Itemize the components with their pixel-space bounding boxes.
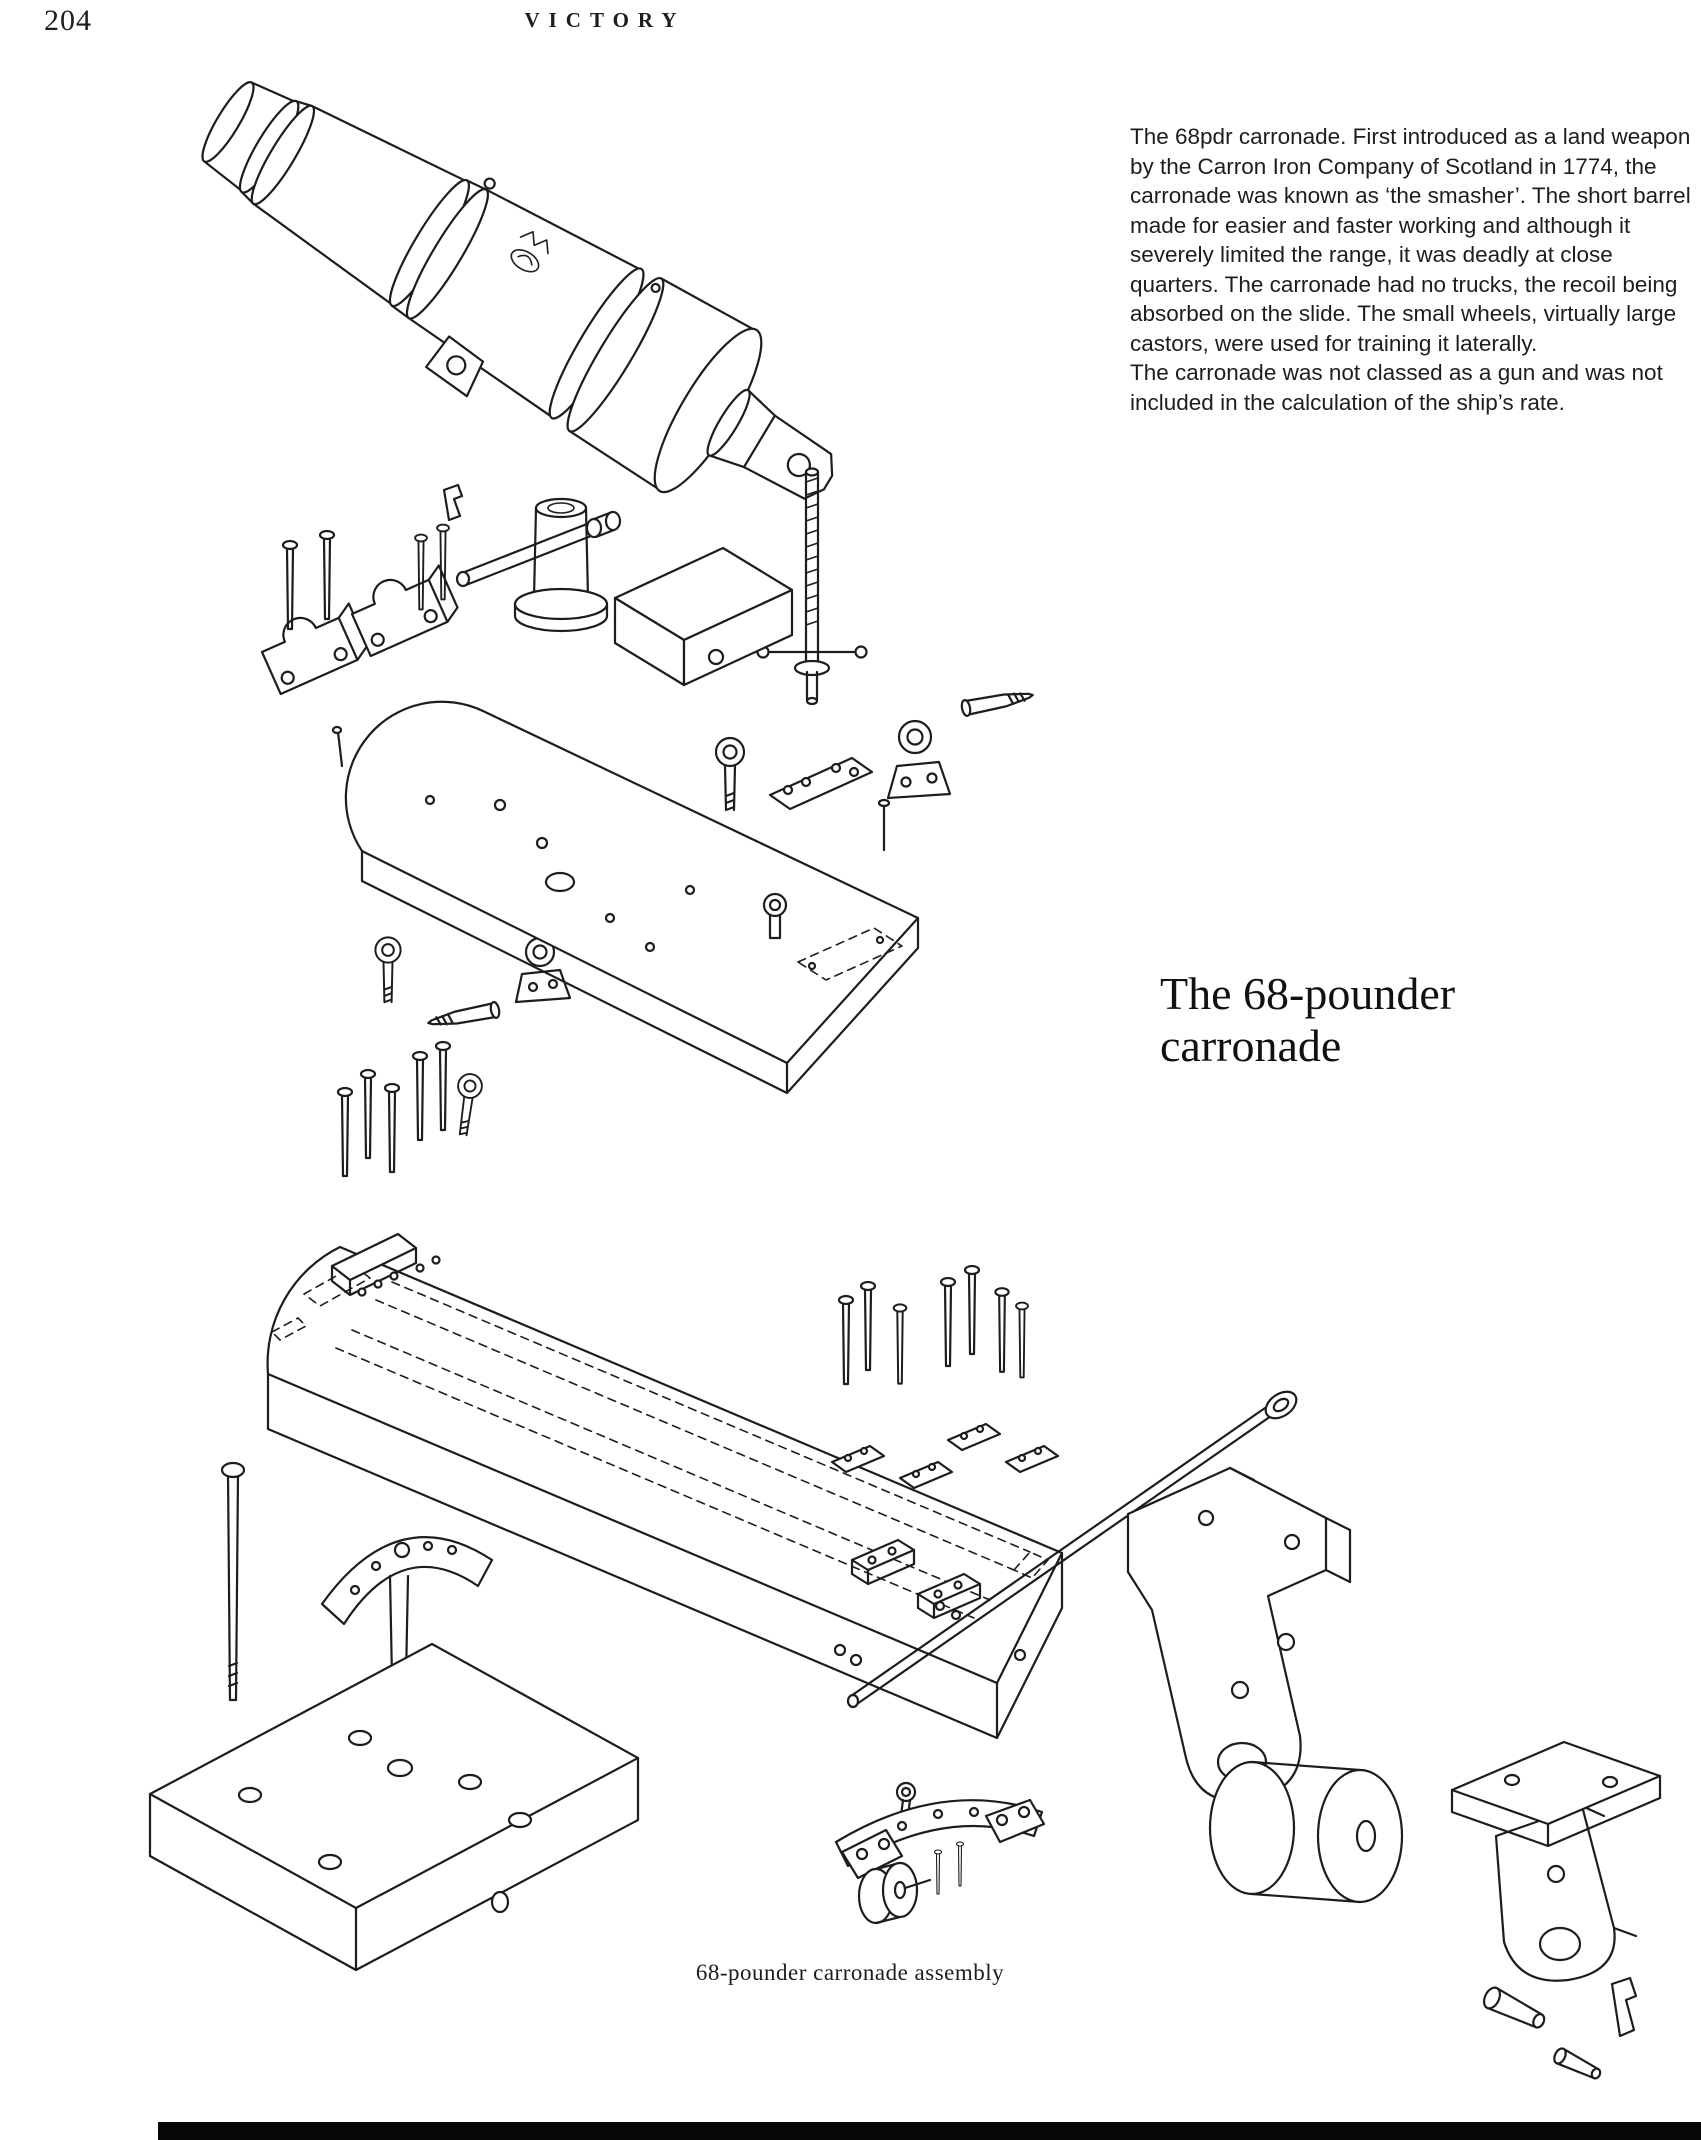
castor-lug	[984, 1798, 1046, 1844]
bolt	[336, 1086, 354, 1178]
bolt	[383, 1082, 401, 1174]
section-heading-line: carronade	[1160, 1020, 1342, 1071]
locking-pin	[442, 483, 622, 588]
royal-cipher	[510, 230, 549, 273]
bolt	[892, 1303, 908, 1385]
elevating-screw	[756, 467, 868, 706]
carronade-barrel	[201, 81, 834, 500]
pivot-post	[513, 497, 609, 633]
compass-bracket	[320, 1536, 494, 1626]
bolt	[359, 1068, 377, 1160]
keyhole-slot	[762, 892, 788, 940]
bolt	[859, 1280, 877, 1372]
cotter-key	[442, 483, 464, 522]
castor-wheel	[857, 1861, 932, 1925]
bolt	[436, 523, 450, 601]
slide-bed	[266, 1232, 1064, 1740]
eye-bolt	[714, 736, 746, 812]
bed-plate	[148, 1642, 640, 1972]
guide-block	[330, 1232, 418, 1297]
bed-bolts	[830, 1264, 1060, 1490]
ring-bolt-with-lug	[514, 936, 572, 1004]
stop-chock	[850, 1538, 916, 1586]
wood-screw	[425, 1000, 502, 1032]
ring-bolt	[895, 1781, 917, 1826]
securing-bolt	[220, 1461, 246, 1702]
fish-plate	[898, 1460, 954, 1490]
joint-plate	[768, 756, 891, 852]
bolt	[837, 1294, 855, 1386]
fish-plate	[830, 1444, 886, 1474]
bolt	[955, 1841, 965, 1887]
pivot-bracket-starboard	[1450, 1740, 1662, 1982]
eye-bolt	[450, 1071, 485, 1138]
fixing-bolts-middle	[336, 1040, 485, 1178]
bolt	[994, 1287, 1010, 1373]
forelock-key	[1610, 1976, 1638, 2038]
bolt	[318, 529, 336, 621]
fish-plate	[1004, 1444, 1060, 1474]
stop-chock	[916, 1572, 982, 1620]
bolt	[434, 1040, 452, 1132]
slide-top-plate	[344, 700, 920, 1095]
section-heading-line: The 68-pounder	[1160, 968, 1456, 1019]
figure-caption: 68-pounder carronade assembly	[695, 1960, 1005, 1985]
bolt	[933, 1849, 943, 1895]
section-heading: The 68-pounder carronade	[1160, 968, 1580, 1072]
running-head: VICTORY	[524, 8, 686, 32]
wood-screw	[959, 686, 1036, 718]
training-roller	[1208, 1760, 1404, 1904]
description-text: The 68pdr carronade. First introduced as…	[1130, 122, 1698, 417]
bottom-rule	[158, 2122, 1701, 2140]
description-paragraph: The 68pdr carronade. First introduced as…	[1130, 124, 1691, 356]
fish-plate	[946, 1422, 1002, 1452]
bolt	[281, 539, 299, 631]
pivot-pin-and-key	[1482, 1976, 1638, 2080]
bolt	[411, 1050, 429, 1142]
page-number: 204	[44, 4, 92, 37]
eye-bolt	[374, 936, 402, 1004]
castor-assembly	[834, 1781, 1046, 1925]
training-rod	[846, 1390, 1298, 1709]
bolt	[939, 1276, 957, 1368]
description-paragraph: The carronade was not classed as a gun a…	[1130, 360, 1663, 415]
quoin-wedge	[613, 546, 794, 687]
pivot-bracket-port	[1126, 1466, 1352, 1803]
bolt	[1015, 1301, 1029, 1379]
castor-lug	[840, 1828, 904, 1880]
bolt	[963, 1264, 981, 1356]
ring-bolt-with-lug	[886, 719, 952, 800]
